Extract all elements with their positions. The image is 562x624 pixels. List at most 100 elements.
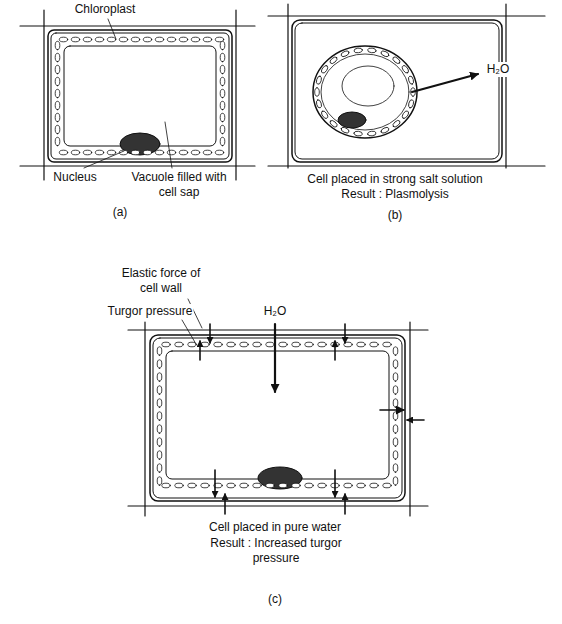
chloroplast — [55, 41, 60, 49]
panel-letter: (b) — [387, 208, 404, 223]
chloroplast — [380, 126, 390, 134]
chloroplast — [131, 150, 139, 155]
water-out-arrow — [412, 74, 478, 92]
chloroplast — [167, 150, 175, 155]
chloroplast — [55, 101, 60, 109]
chloroplast — [55, 53, 60, 61]
chloroplast-group — [55, 37, 225, 155]
chloroplast — [393, 477, 398, 485]
chloroplast — [95, 37, 103, 42]
cell-membrane — [51, 33, 229, 159]
chloroplast — [318, 483, 326, 488]
chloroplast — [157, 399, 162, 407]
vacuole — [342, 66, 394, 106]
chloroplast — [393, 438, 398, 446]
chloroplast — [393, 360, 398, 368]
cell-wall — [48, 30, 232, 162]
part-label: Nucleus — [52, 170, 97, 185]
chloroplast — [408, 99, 415, 108]
chloroplast — [175, 342, 183, 347]
panel-letter: (c) — [267, 592, 283, 607]
chloroplast — [107, 37, 115, 42]
nucleus — [338, 112, 366, 128]
chloroplast — [83, 37, 91, 42]
chloroplast — [383, 342, 391, 347]
chloroplast — [380, 50, 390, 58]
chloroplast — [393, 464, 398, 472]
chloroplast — [55, 137, 60, 145]
part-label: Cell placed in pure water — [208, 520, 342, 535]
chloroplast — [357, 483, 365, 488]
pressure-arrows — [200, 324, 424, 514]
chloroplast — [131, 37, 139, 42]
vacuole — [64, 46, 216, 146]
chloroplast — [401, 110, 409, 120]
chloroplast — [393, 373, 398, 381]
chloroplast-group — [315, 48, 416, 137]
chloroplast — [188, 483, 196, 488]
shrunken-protoplast — [313, 46, 417, 138]
chloroplast — [203, 37, 211, 42]
chloroplast — [392, 119, 401, 128]
chloroplast — [344, 483, 352, 488]
chloroplast — [329, 119, 338, 128]
chloroplast — [253, 483, 261, 488]
protoplast-inner — [321, 54, 409, 130]
chloroplast — [393, 451, 398, 459]
chloroplast — [329, 56, 338, 65]
chloroplast — [367, 131, 376, 137]
chloroplast — [157, 386, 162, 394]
chloroplast — [227, 483, 235, 488]
nucleus — [258, 467, 302, 489]
chloroplast — [220, 53, 225, 61]
chloroplast — [71, 150, 79, 155]
chloroplast — [393, 347, 398, 355]
chloroplast — [162, 483, 170, 488]
chloroplast — [370, 342, 378, 347]
chloroplast — [279, 483, 287, 488]
chloroplast — [266, 342, 274, 347]
chloroplast — [143, 150, 151, 155]
chloroplast — [201, 483, 209, 488]
nucleus — [120, 133, 160, 155]
chloroplast — [266, 483, 274, 488]
neighbour-cell-walls — [20, 10, 255, 180]
chloroplast — [316, 75, 323, 84]
chloroplast — [279, 342, 287, 347]
chloroplast — [393, 386, 398, 394]
chloroplast — [55, 77, 60, 85]
leader-lines — [84, 19, 172, 168]
part-label: Vacuole filled with cell sap — [130, 170, 228, 200]
chloroplast — [220, 101, 225, 109]
chloroplast — [240, 483, 248, 488]
chloroplast — [320, 110, 328, 120]
chloroplast — [240, 342, 248, 347]
part-label: Result : Plasmolysis — [340, 187, 449, 202]
chloroplast — [203, 150, 211, 155]
chloroplast — [318, 342, 326, 347]
chloroplast — [292, 483, 300, 488]
part-label: H₂O — [263, 304, 288, 319]
chloroplast — [220, 137, 225, 145]
chloroplast — [107, 150, 115, 155]
chloroplast — [305, 483, 313, 488]
chloroplast — [305, 342, 313, 347]
chloroplast — [393, 425, 398, 433]
chloroplast — [357, 342, 365, 347]
chloroplast — [220, 65, 225, 73]
chloroplast — [392, 56, 401, 65]
chloroplast — [340, 50, 350, 58]
chloroplast — [162, 342, 170, 347]
chloroplast — [316, 99, 323, 108]
chloroplast — [157, 451, 162, 459]
chloroplast — [167, 37, 175, 42]
chloroplast — [157, 477, 162, 485]
chloroplast — [59, 37, 67, 42]
cell-wall — [292, 20, 502, 162]
chloroplast — [220, 77, 225, 85]
chloroplast — [220, 125, 225, 133]
chloroplast — [214, 342, 222, 347]
chloroplast — [340, 126, 350, 134]
chloroplast — [157, 425, 162, 433]
